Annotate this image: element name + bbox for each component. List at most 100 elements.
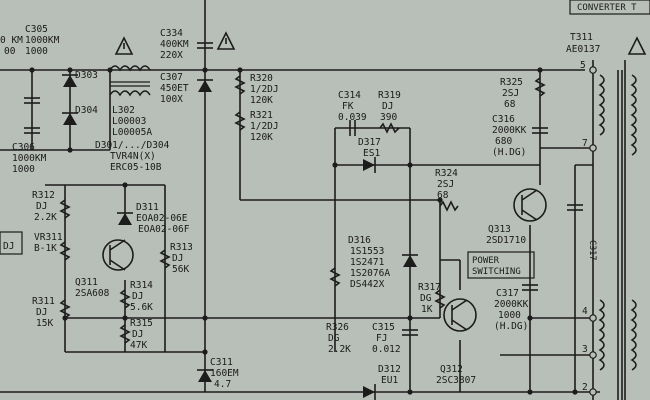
r319-type: DJ (382, 101, 393, 112)
r315-value: 47K (130, 340, 147, 351)
pin-2: 2 (582, 382, 588, 393)
c317-ref: C317 (496, 288, 519, 299)
r321-value: 120K (250, 132, 273, 143)
r325-value: 68 (504, 99, 516, 110)
r313-value: 56K (172, 264, 189, 275)
inductor-l302 (109, 65, 151, 97)
r311-ref: R311 (32, 296, 55, 307)
edge-text-2: 00 (4, 46, 16, 57)
capacitor-c316 (532, 127, 548, 134)
r313-ref: R313 (170, 242, 193, 253)
d301-part1: TVR4N(X) (110, 151, 156, 162)
pin-7: 7 (582, 138, 588, 149)
transistor-q311 (102, 239, 134, 271)
l302-part1: L00003 (112, 116, 146, 127)
c307-type: 450ET (160, 83, 189, 94)
c316-type: 2000KK (492, 125, 527, 136)
d301-part2: ERC05-10B (110, 162, 162, 173)
l302-ref: L302 (112, 105, 135, 116)
d312-type: EU1 (381, 375, 398, 386)
d312-ref: D312 (378, 364, 401, 375)
r311-type: DJ (36, 307, 47, 318)
vr311-ref: VR311 (34, 232, 63, 243)
d316-ref: D316 (348, 235, 371, 246)
wiring (0, 0, 626, 400)
r321-type: 1/2DJ (250, 121, 279, 132)
d316-part4: DS442X (350, 279, 385, 290)
component-labels: C305 1000KM 1000 C334 400KM 220X C307 45… (12, 24, 600, 393)
c314-ref: C314 (338, 90, 361, 101)
converter-header: CONVERTER T (569, 0, 650, 15)
diodes (62, 74, 418, 400)
d301-ref: D301/.../D304 (95, 140, 170, 151)
r326-ref: R326 (326, 322, 349, 333)
r317-ref: R317 (418, 282, 441, 293)
c314-type: FK (342, 101, 354, 112)
capacitor-c317-side (567, 204, 583, 211)
capacitor-c305 (24, 97, 40, 104)
c311-value: 4.7 (214, 379, 231, 390)
d316-part3: 1S2076A (350, 268, 390, 279)
t311-ref: T311 (570, 32, 593, 43)
r326-value: 2.2K (328, 344, 351, 355)
q312-part: 2SC3807 (436, 375, 476, 386)
r320-type: 1/2DJ (250, 84, 279, 95)
edge-dj: DJ (3, 241, 14, 252)
pin-5: 5 (580, 60, 586, 71)
r314-ref: R314 (130, 280, 153, 291)
c317-side-ref: C317 (587, 240, 597, 260)
d311-part1: EOA02-06E (136, 213, 188, 224)
r314-value: 5.6K (130, 302, 153, 313)
capacitor-c317 (522, 284, 538, 291)
c315-value: 0.012 (372, 344, 401, 355)
power-label: POWER (472, 256, 500, 266)
r319-value: 390 (380, 112, 397, 123)
c311-ref: C311 (210, 357, 233, 368)
c306-ref: C306 (12, 142, 35, 153)
r320-value: 120K (250, 95, 273, 106)
d304-ref: D304 (75, 105, 98, 116)
r315-ref: R315 (130, 318, 153, 329)
q311-ref: Q311 (75, 277, 98, 288)
pin-3: 3 (582, 344, 588, 355)
l302-part2: L00005A (112, 127, 152, 138)
c306-value: 1000 (12, 164, 35, 175)
transformer-t311 (598, 70, 637, 400)
d311-part2: EOA02-06F (138, 224, 190, 235)
pin-markers (589, 66, 597, 396)
q311-part: 2SA608 (75, 288, 110, 299)
capacitor-c306 (24, 127, 40, 134)
c317-grade: (H.DG) (494, 321, 528, 332)
transistor-q312 (443, 298, 477, 332)
transistor-q313 (513, 188, 547, 222)
c315-ref: C315 (372, 322, 395, 333)
c334-type: 400KM (160, 39, 189, 50)
c305-ref: C305 (25, 24, 48, 35)
c315-type: FJ (376, 333, 387, 344)
c317-type: 2000KK (494, 299, 529, 310)
r326-type: DG (328, 333, 340, 344)
r319-ref: R319 (378, 90, 401, 101)
d303-ref: D303 (75, 70, 98, 81)
r325-type: 2SJ (502, 88, 519, 99)
switching-label: SWITCHING (472, 267, 521, 277)
power-switching-box: POWER SWITCHING (467, 251, 535, 279)
r324-ref: R324 (435, 168, 458, 179)
c316-ref: C316 (492, 114, 515, 125)
c305-type: 1000KM (25, 35, 60, 46)
c307-ref: C307 (160, 72, 183, 83)
r320-ref: R320 (250, 73, 273, 84)
r324-value: 68 (437, 190, 449, 201)
d316-part1: 1S1553 (350, 246, 384, 257)
r312-type: DJ (36, 201, 47, 212)
r315-type: DJ (132, 329, 143, 340)
caution-icon (216, 31, 236, 50)
c317-value: 1000 (498, 310, 521, 321)
r321-ref: R321 (250, 110, 273, 121)
c314-value: 0.039 (338, 112, 367, 123)
t311-part: AE0137 (566, 44, 600, 55)
q313-part: 2SD1710 (486, 235, 526, 246)
pin-4: 4 (582, 306, 588, 317)
caution-icon (627, 36, 647, 55)
